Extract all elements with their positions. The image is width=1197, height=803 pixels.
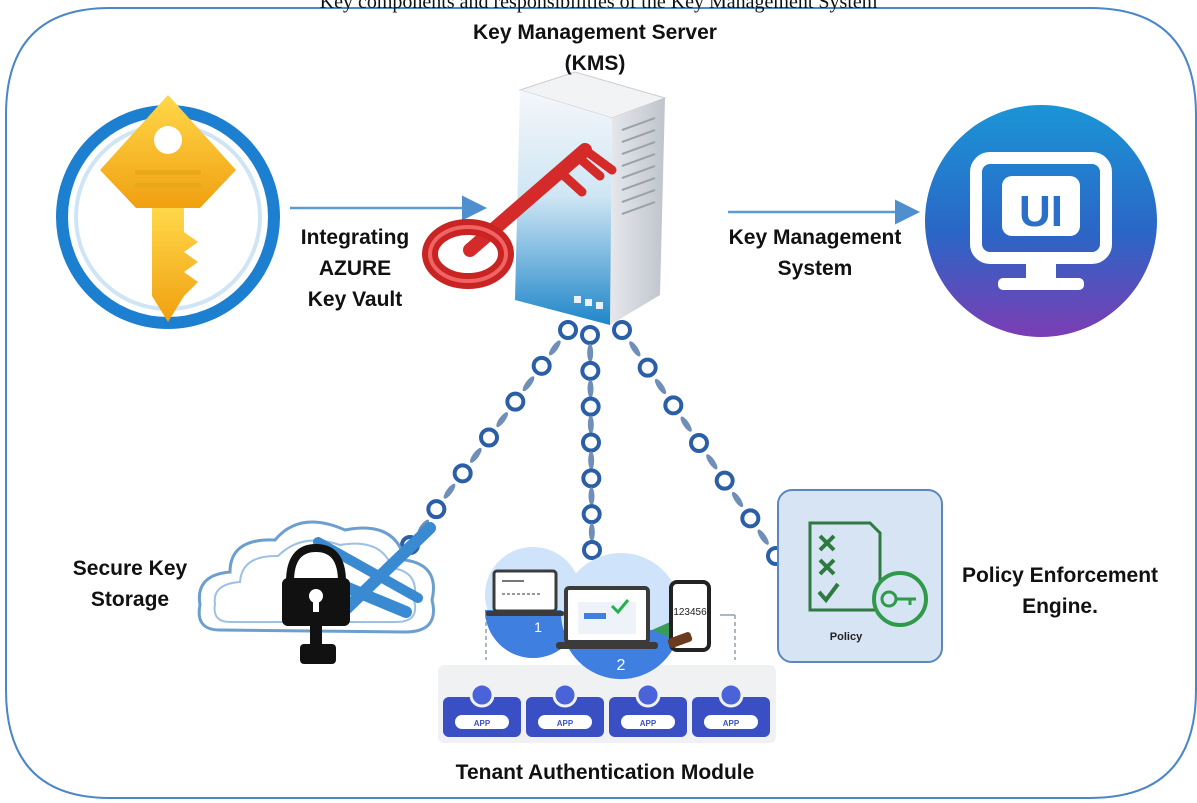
policy-card-icon: Policy xyxy=(777,489,943,663)
chain-link xyxy=(581,504,602,525)
chain-link xyxy=(663,395,684,416)
app-label: APP xyxy=(557,719,574,728)
vault-label: Integrating AZURE Key Vault xyxy=(270,222,440,315)
vault-label-line1: Integrating xyxy=(300,226,410,249)
app-label: APP xyxy=(640,719,657,728)
phone-code: 123456 xyxy=(673,607,707,618)
chain-link xyxy=(587,379,594,398)
ui-monitor-text: UI xyxy=(1019,187,1063,236)
app-label: APP xyxy=(723,719,740,728)
chain-link xyxy=(588,523,595,542)
app-user-icon xyxy=(469,682,495,708)
app-label-pill xyxy=(455,715,509,729)
chain-link xyxy=(588,487,595,506)
chain-link xyxy=(531,355,552,376)
chain-link xyxy=(731,491,744,508)
system-label-line1: Key Management xyxy=(728,226,902,249)
ui-monitor-icon: UI xyxy=(925,105,1157,337)
chain-left xyxy=(400,320,578,555)
secure-storage-icon xyxy=(197,520,436,664)
chain-link xyxy=(612,320,632,340)
policy-card-label: Policy xyxy=(830,631,863,643)
chain-link xyxy=(740,508,761,529)
policy-label-line1: Policy Enforcement xyxy=(961,564,1159,587)
chain-link xyxy=(637,357,658,378)
storage-label-line2: Storage xyxy=(90,588,170,611)
policy-label: Policy Enforcement Engine. xyxy=(950,560,1170,622)
chain-link xyxy=(426,499,447,520)
app-user-icon xyxy=(552,682,578,708)
app-label-pill xyxy=(704,715,758,729)
vault-label-line2: AZURE xyxy=(318,257,392,280)
system-label: Key Management System xyxy=(700,222,930,284)
step-one-label: 1 xyxy=(534,619,542,635)
kms-title: Key Management Server (KMS) xyxy=(380,17,810,79)
chain-right xyxy=(612,320,786,566)
app-label-pill xyxy=(538,715,592,729)
chain-link xyxy=(469,447,482,463)
app-user-icon xyxy=(635,682,661,708)
chain-link xyxy=(548,340,561,356)
diagram-caption: Key components and responsibilities of t… xyxy=(319,0,878,13)
chain-link xyxy=(558,320,578,340)
azure-key-vault-icon xyxy=(56,95,280,329)
chain-link xyxy=(587,343,594,362)
kms-server-icon xyxy=(422,71,667,325)
app-label: APP xyxy=(474,719,491,728)
chain-link xyxy=(714,470,735,491)
system-label-line2: System xyxy=(777,257,853,280)
chain-link xyxy=(588,451,595,470)
chain-link xyxy=(654,378,667,395)
tenant-auth-module-icon: 1 2 123456 APP APP APP APP xyxy=(438,547,776,743)
chain-link xyxy=(580,360,601,381)
chain-link xyxy=(689,433,709,453)
chain-link xyxy=(680,416,692,432)
chain-link xyxy=(629,341,641,357)
tenant-label: Tenant Authentication Module xyxy=(455,761,755,784)
outer-frame xyxy=(5,7,1197,799)
kms-title-line1: Key Management Server xyxy=(473,21,717,44)
storage-label: Secure Key Storage xyxy=(50,553,210,615)
vault-label-line3: Key Vault xyxy=(307,288,403,311)
chain-link xyxy=(581,468,602,489)
chain-middle xyxy=(580,325,602,560)
chain-link xyxy=(757,529,769,545)
storage-label-line1: Secure Key xyxy=(72,557,188,580)
chain-link xyxy=(587,415,594,434)
chain-link xyxy=(522,376,535,392)
chain-link xyxy=(505,391,526,412)
chain-link xyxy=(706,454,718,470)
chain-link xyxy=(452,463,473,484)
app-user-icon xyxy=(718,682,744,708)
app-label-pill xyxy=(621,715,675,729)
chain-link xyxy=(580,396,601,417)
kms-title-line2: (KMS) xyxy=(564,52,626,75)
step-two-label: 2 xyxy=(617,657,626,674)
policy-label-line2: Engine. xyxy=(1022,595,1098,618)
chain-link xyxy=(580,325,600,345)
chain-link xyxy=(443,483,456,499)
chain-link xyxy=(496,412,509,428)
chain-link xyxy=(479,427,499,448)
chain-link xyxy=(582,540,602,560)
chain-link xyxy=(581,432,601,453)
